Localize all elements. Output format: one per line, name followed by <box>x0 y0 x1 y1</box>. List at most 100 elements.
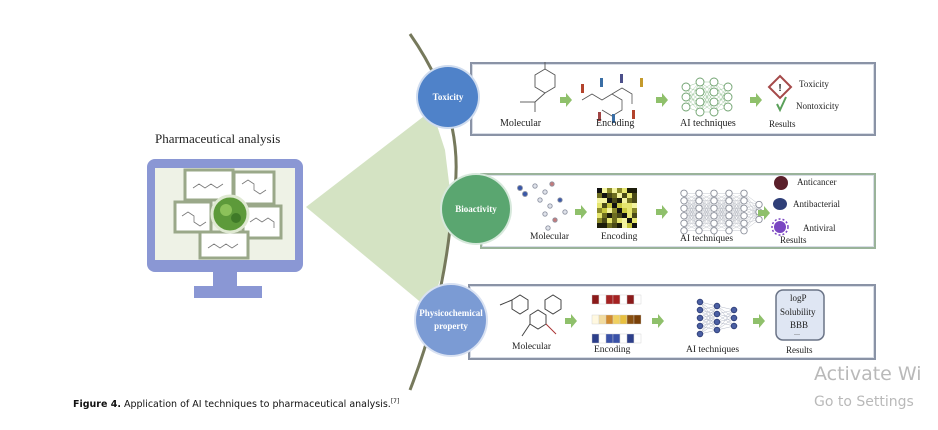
nn-edge <box>699 305 718 335</box>
nn-node <box>725 219 733 227</box>
heatmap-cell <box>597 208 602 213</box>
figure-caption: Figure 4. Application of AI techniques t… <box>73 398 399 410</box>
nn-node <box>709 97 719 107</box>
nn-node <box>740 189 748 197</box>
heatmap-cell <box>617 198 622 203</box>
encoding-cell <box>619 294 628 305</box>
nn-node <box>730 306 738 314</box>
row3-step-molecular: Molecular <box>512 342 552 352</box>
nn-edge <box>716 309 735 323</box>
heatmap-cell <box>617 193 622 198</box>
encoding-cell <box>633 333 642 344</box>
nn-node <box>710 212 718 220</box>
heatmap-cell <box>612 203 617 208</box>
nn-node <box>695 77 705 87</box>
nn-node <box>696 306 704 314</box>
result-antibacterial: Antibacterial <box>793 199 840 209</box>
nn-node <box>713 302 721 310</box>
nn-node <box>740 197 748 205</box>
encoding-cell <box>591 294 600 305</box>
encoding-cell <box>591 333 600 344</box>
nn-node <box>709 77 719 87</box>
encoding-cell <box>612 333 621 344</box>
left-title: Pharmaceutical analysis <box>155 131 281 146</box>
heatmap-cell <box>632 188 637 193</box>
row1-step-results: Results <box>769 119 796 129</box>
nn-node <box>725 204 733 212</box>
heatmap-cell <box>597 203 602 208</box>
checkmark-icon <box>776 96 787 113</box>
nn-edge <box>713 193 730 216</box>
row3-arrows <box>565 314 765 328</box>
antibacterial-icon <box>773 198 787 210</box>
heatmap-cell <box>607 208 612 213</box>
heatmap-cell <box>597 218 602 223</box>
nn-edge <box>743 204 760 231</box>
result-ellipsis: ... <box>794 328 800 337</box>
nn-node <box>725 197 733 205</box>
heatmap-cell <box>622 198 627 203</box>
row2-step-results: Results <box>780 235 807 245</box>
nn-node <box>723 92 733 102</box>
heatmap-cell <box>632 223 637 228</box>
heatmap-cell <box>627 188 632 193</box>
nn-node <box>681 82 691 92</box>
result-logp: logP <box>790 293 807 303</box>
nn-node <box>740 219 748 227</box>
funnel-shape <box>306 110 452 310</box>
warning-icon: ! <box>767 74 793 100</box>
heatmap-cell <box>597 188 602 193</box>
nn-edge <box>743 211 760 231</box>
result-bbb: BBB <box>790 320 809 330</box>
nn-node <box>713 310 721 318</box>
nn-edge <box>728 193 745 216</box>
anticancer-icon <box>774 176 788 190</box>
heatmap-cell <box>612 223 617 228</box>
encoding-cell <box>605 294 614 305</box>
nn-node <box>680 197 688 205</box>
nn-edge <box>699 305 718 327</box>
nn-node <box>680 227 688 235</box>
nn-edge <box>699 305 718 319</box>
nn-node <box>755 215 763 224</box>
nn-node <box>695 97 705 107</box>
row3-step-encoding: Encoding <box>594 345 631 355</box>
nn-node <box>681 102 691 112</box>
heatmap-cell <box>627 218 632 223</box>
nn-edge <box>716 309 735 331</box>
monitor-icon <box>147 159 303 298</box>
encoding-cell <box>619 314 628 325</box>
nn-node <box>696 330 704 338</box>
heatmap-cell <box>602 223 607 228</box>
heatmap-cell <box>602 208 607 213</box>
row1-encoding-icon <box>581 74 643 123</box>
nn-node <box>710 204 718 212</box>
nn-node <box>723 82 733 92</box>
result-antiviral: Antiviral <box>803 223 836 233</box>
nn-node <box>740 204 748 212</box>
row2-step-molecular: Molecular <box>530 232 570 242</box>
encoding-cell <box>612 314 621 325</box>
heatmap-cell <box>612 208 617 213</box>
nn-node <box>695 227 703 235</box>
heatmap-cell <box>612 218 617 223</box>
heatmap-cell <box>617 188 622 193</box>
heatmap-cell <box>622 193 627 198</box>
nn-node <box>713 318 721 326</box>
nn-node <box>730 322 738 330</box>
heatmap-cell <box>617 208 622 213</box>
bioactivity-circle <box>442 175 510 243</box>
row2-molecule-icon <box>517 181 568 231</box>
nn-node <box>695 189 703 197</box>
nn-node <box>695 107 705 117</box>
arrow-icon <box>565 314 577 328</box>
row2-step-encoding: Encoding <box>601 232 638 242</box>
row3-molecule-icon <box>499 294 562 337</box>
heatmap-cell <box>607 203 612 208</box>
row1-step-ai: AI techniques <box>680 118 736 129</box>
nn-node <box>709 87 719 97</box>
encoding-cell <box>626 294 635 305</box>
go-to-settings-watermark: Go to Settings <box>814 394 914 410</box>
row2-arrows <box>575 205 770 220</box>
